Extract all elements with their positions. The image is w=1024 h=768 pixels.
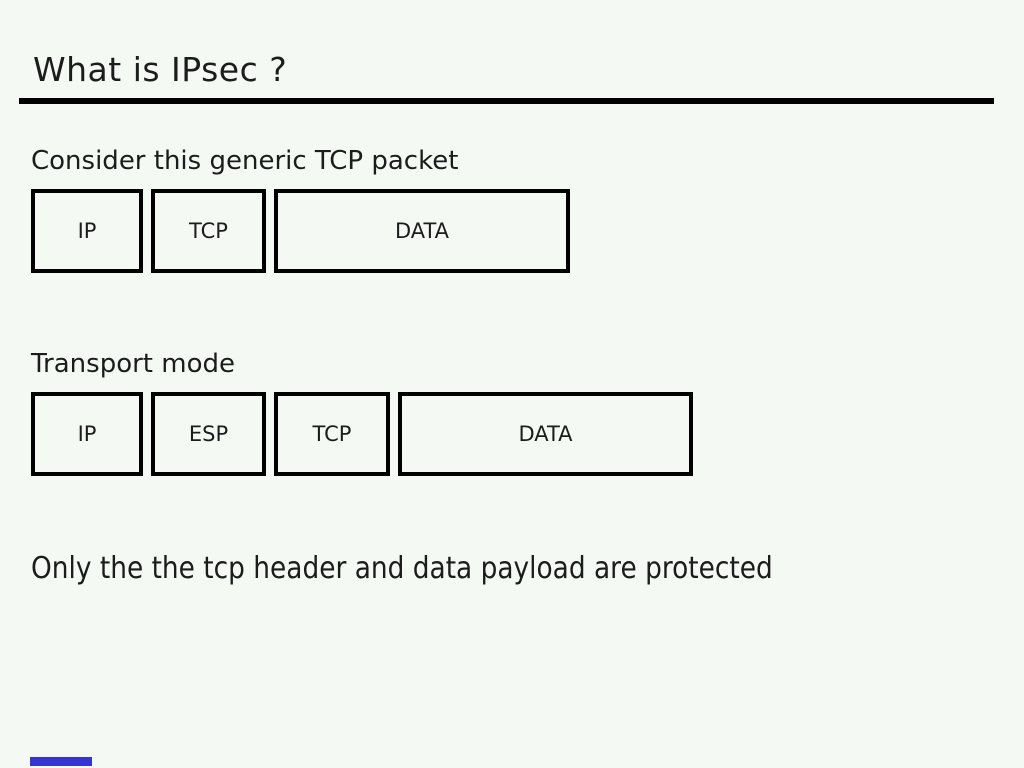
packet-box-ip: IP [31,189,143,273]
packet-box-label: DATA [518,422,573,446]
packet-box-esp: ESP [151,392,266,476]
packet-box-tcp: TCP [274,392,390,476]
packet-box-label: DATA [394,219,450,243]
progress-gauge [30,757,92,766]
packet-diagram-transport-mode: IP ESP TCP DATA [31,392,693,476]
page-title: What is IPsec ? [33,50,288,89]
title-underline [19,98,994,104]
packet-diagram-generic: IP TCP DATA [31,189,570,273]
caption-transport-mode: Transport mode [31,349,236,379]
packet-box-data: DATA [274,189,570,273]
packet-box-data: DATA [398,392,693,476]
packet-box-tcp: TCP [151,189,266,273]
packet-box-ip: IP [31,392,143,476]
caption-generic-packet: Consider this generic TCP packet [31,146,459,176]
packet-box-label: IP [77,422,97,446]
packet-box-label: IP [77,219,97,243]
footer-note: Only the the tcp header and data payload… [31,551,773,586]
packet-box-label: ESP [188,422,229,446]
packet-box-label: TCP [312,422,352,446]
packet-box-label: TCP [189,219,228,243]
